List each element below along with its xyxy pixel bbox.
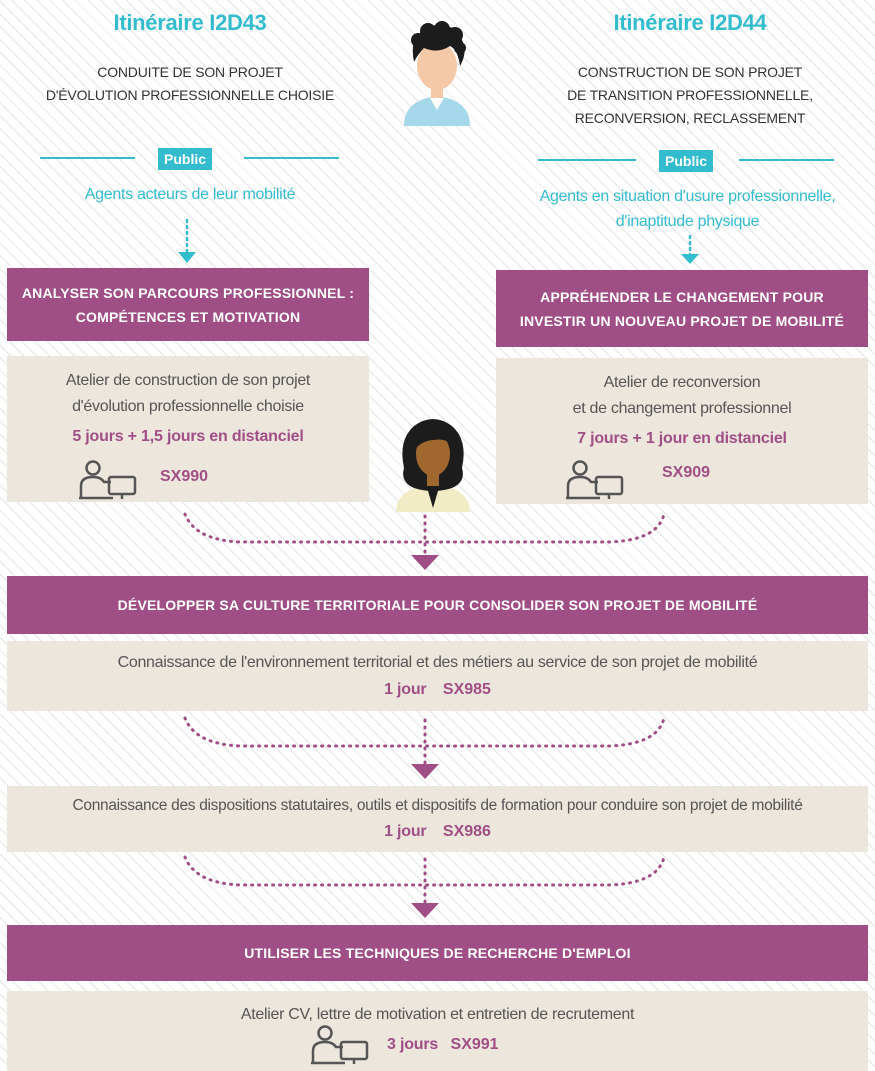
course-code-left: SX990	[160, 468, 209, 485]
step-bar-left-line: COMPÉTENCES ET MOTIVATION	[75, 308, 301, 325]
course-card-emploi: Atelier CV, lettre de motivation et entr…	[7, 991, 868, 1071]
step-bar-right-line: APPRÉHENDER LE CHANGEMENT POUR	[540, 288, 824, 305]
course-meta-culture: 1 jour SX985	[7, 681, 868, 699]
itinerary-left-desc-line: CONDUITE DE SON PROJET	[97, 64, 283, 80]
course-title-left: Atelier de construction de son projet d'…	[7, 368, 369, 420]
public-badge-left: Public	[158, 148, 213, 170]
step-bar-right-line: INVESTIR UN NOUVEAU PROJET DE MOBILITÉ	[519, 312, 845, 329]
course-duration-culture: 1 jour	[384, 681, 427, 698]
audience-right-line: d'inaptitude physique	[615, 213, 760, 230]
course-card-left: Atelier de construction de son projet d'…	[7, 356, 369, 502]
course-title-right: Atelier de reconversion et de changement…	[496, 370, 868, 422]
step-bar-emploi: UTILISER LES TECHNIQUES DE RECHERCHE D'E…	[7, 925, 868, 981]
course-title-right-line: et de changement professionnel	[572, 400, 792, 417]
course-title-emploi: Atelier CV, lettre de motivation et entr…	[240, 1006, 635, 1023]
itinerary-right-desc-line: CONSTRUCTION DE SON PROJET	[577, 64, 803, 80]
course-duration-right: 7 jours + 1 jour en distanciel	[577, 430, 787, 447]
course-meta-statut: 1 jour SX986	[7, 823, 868, 841]
itinerary-right-description: CONSTRUCTION DE SON PROJET DE TRANSITION…	[525, 61, 855, 130]
step-bar-left: ANALYSER SON PARCOURS PROFESSIONNEL : CO…	[7, 268, 369, 341]
course-code-statut: SX986	[442, 823, 491, 840]
course-meta-emploi: 3 jours SX991	[387, 1036, 499, 1054]
step-bar-culture: DÉVELOPPER SA CULTURE TERRITORIALE POUR …	[7, 576, 868, 634]
course-card-culture: Connaissance de l'environnement territor…	[7, 641, 868, 711]
course-duration-emploi: 3 jours	[387, 1036, 439, 1053]
course-code-right: SX909	[662, 464, 711, 481]
course-title-left-line: d'évolution professionnelle choisie	[72, 398, 304, 415]
itinerary-left-title: Itinéraire I2D43	[113, 10, 267, 35]
course-card-statut: Connaissance des dispositions statutaire…	[7, 786, 868, 852]
itinerary-left-desc-line: D'ÉVOLUTION PROFESSIONNELLE CHOISIE	[45, 87, 335, 103]
audience-right: Agents en situation d'usure professionne…	[500, 184, 875, 234]
itinerary-right-desc-line: DE TRANSITION PROFESSIONNELLE,	[567, 87, 813, 103]
divider-line	[40, 157, 135, 159]
divider-line	[244, 157, 339, 159]
woman-avatar-icon	[390, 410, 476, 512]
itinerary-left-description: CONDUITE DE SON PROJET D'ÉVOLUTION PROFE…	[30, 61, 350, 107]
divider-line	[538, 159, 636, 161]
public-badge-right: Public	[659, 150, 714, 172]
step-bar-left-line: ANALYSER SON PARCOURS PROFESSIONNEL :	[21, 284, 355, 301]
itinerary-right-desc-line: RECONVERSION, RECLASSEMENT	[574, 110, 806, 126]
course-code-culture: SX985	[442, 681, 491, 698]
course-code-emploi: SX991	[450, 1036, 499, 1053]
course-title-left-line: Atelier de construction de son projet	[65, 372, 311, 389]
person-computer-icon	[77, 460, 139, 505]
course-title-culture: Connaissance de l'environnement territor…	[117, 654, 758, 671]
audience-left: Agents acteurs de leur mobilité	[84, 186, 296, 203]
audience-right-line: Agents en situation d'usure professionne…	[539, 188, 836, 205]
person-computer-icon	[564, 460, 626, 505]
step-bar-right: APPRÉHENDER LE CHANGEMENT POUR INVESTIR …	[496, 270, 868, 347]
course-duration-statut: 1 jour	[384, 823, 427, 840]
person-computer-icon	[309, 1025, 371, 1070]
course-card-right: Atelier de reconversion et de changement…	[496, 358, 868, 504]
course-duration-left: 5 jours + 1,5 jours en distanciel	[72, 428, 304, 445]
divider-line	[739, 159, 834, 161]
course-title-statut: Connaissance des dispositions statutaire…	[72, 797, 803, 814]
itinerary-right-title: Itinéraire I2D44	[613, 10, 767, 35]
man-avatar-icon	[394, 18, 480, 126]
course-title-right-line: Atelier de reconversion	[603, 374, 761, 391]
